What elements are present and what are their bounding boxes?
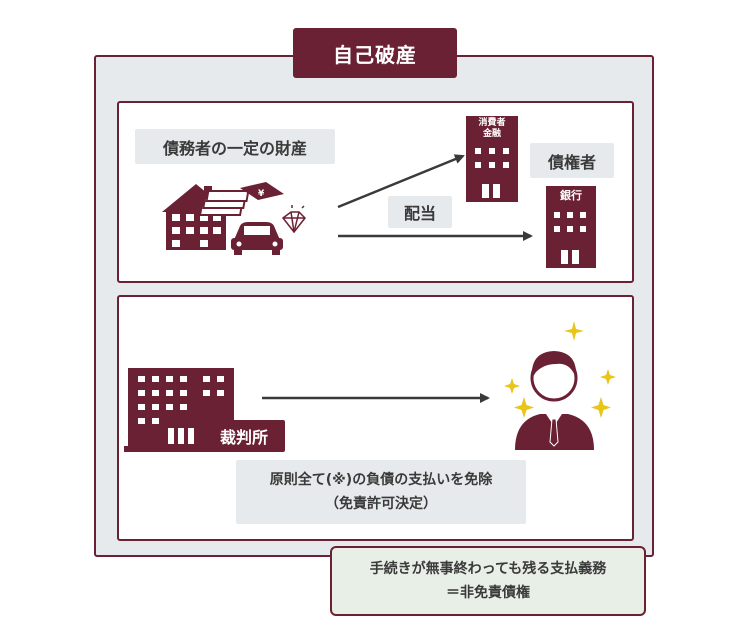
note-line2: ＝非免責債権 — [446, 585, 530, 601]
diamond-icon — [281, 205, 307, 234]
distribution-label: 配当 — [388, 196, 452, 228]
consumer-finance-label-line1: 消費者 — [478, 118, 506, 128]
bank-building-icon — [546, 186, 596, 268]
money-stack-icon: ¥ — [198, 182, 284, 216]
consumer-finance-label: 消費者 金融 — [466, 118, 518, 140]
note-line1: 手続きが無事終わっても残る支払義務 — [369, 561, 607, 577]
court-label: 裁判所 — [203, 420, 285, 452]
car-icon — [231, 222, 283, 255]
bank-label: 銀行 — [560, 189, 582, 202]
person-icon — [515, 351, 594, 450]
diagram-title: 自己破産 — [293, 28, 457, 78]
sparkle-icon — [504, 321, 616, 418]
svg-text:¥: ¥ — [258, 189, 265, 199]
distribution-arrow-consumer — [337, 154, 465, 209]
discharge-description: 原則全て(※)の負債の支払いを免除 （免責許可決定） — [236, 460, 526, 524]
consumer-finance-building-icon — [466, 116, 518, 202]
debtor-property-label: 債務者の一定の財産 — [135, 129, 335, 164]
consumer-finance-label-line2: 金融 — [482, 129, 501, 139]
discharge-line2: （免責許可決定） — [325, 496, 437, 512]
creditor-label: 債権者 — [530, 143, 614, 178]
non-dischargeable-note: 手続きが無事終わっても残る支払義務 ＝非免責債権 — [330, 546, 646, 616]
discharge-line1: 原則全て(※)の負債の支払いを免除 — [269, 472, 493, 488]
